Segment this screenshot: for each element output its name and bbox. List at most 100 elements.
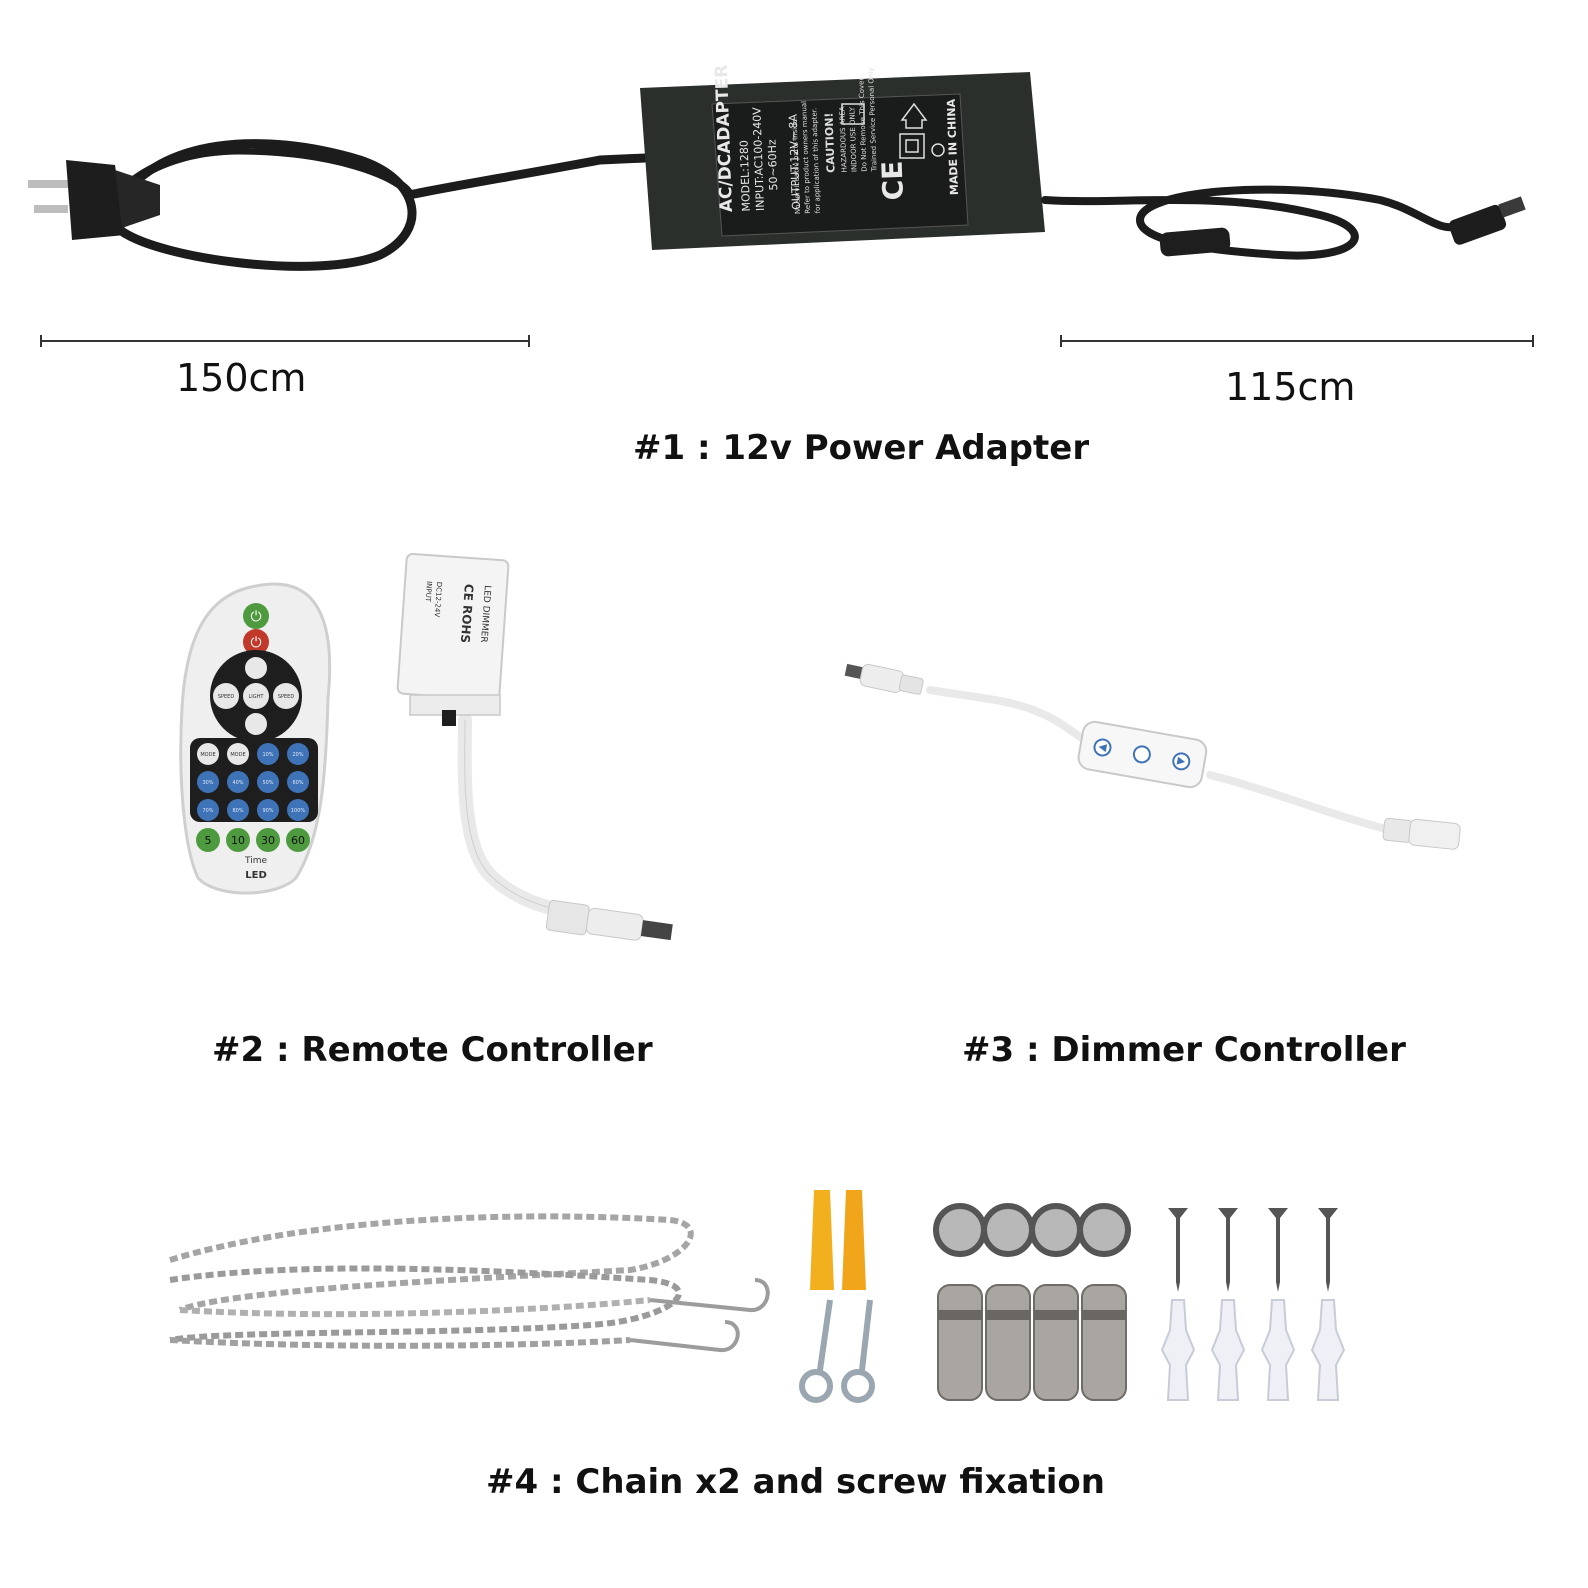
- left-arrow-icon: [1098, 744, 1108, 753]
- standoff-barrel-groove: [938, 1310, 982, 1320]
- percent-button: [197, 799, 219, 821]
- right-arrow-icon: [1176, 756, 1186, 765]
- double-insulation-icon: [899, 133, 925, 159]
- s-hook-1: [649, 1278, 770, 1312]
- standoff-barrels: [937, 1284, 1127, 1401]
- yellow-anchor-1: [810, 1190, 834, 1290]
- screws: [1168, 1208, 1338, 1292]
- standoff-barrel-groove: [1082, 1310, 1126, 1320]
- dimmer-power-button: [1132, 745, 1151, 764]
- percent-button-label: 40%: [232, 780, 243, 786]
- power-adapter-illustration: [28, 72, 1526, 271]
- timer-button-label: 10: [231, 834, 245, 847]
- percent-button-label: 20%: [292, 752, 303, 758]
- standoff-caps: [933, 1203, 1131, 1257]
- mode-plus-label: MODE: [230, 752, 245, 758]
- speed-minus-button: [213, 683, 239, 709]
- eye-screw-1: [799, 1299, 833, 1403]
- adapter-output: OUTPUT:12V⎓ 8A: [787, 113, 803, 210]
- chains-illustration: [169, 1213, 770, 1353]
- mode-plus-button: [227, 743, 249, 765]
- power-on-icon: ⏻: [250, 609, 261, 625]
- adapter-warning-line: for application of this adapter.: [810, 108, 822, 214]
- module-label-line: LED DIMMER: [478, 585, 492, 643]
- percent-button: [287, 771, 309, 793]
- adapter-warning-line: Refer to product owners manual: [800, 101, 812, 214]
- adapter-warning-line: HAZARDOUS AREA: [838, 106, 848, 173]
- standoff-barrel-groove: [1034, 1310, 1078, 1320]
- ferrite-bead: [1159, 227, 1231, 257]
- dimmer-input-plug: [844, 663, 924, 695]
- mode-minus-label: MODE: [200, 752, 215, 758]
- made-in-china: MADE IN CHINA: [945, 98, 961, 195]
- dimmer-caption: #3 : Dimmer Controller: [962, 1030, 1406, 1070]
- dimmer-output-socket: [1382, 817, 1461, 850]
- module-label-line: CE ROHS: [458, 583, 476, 643]
- adapter-input: INPUT:AC100-240V: [750, 106, 767, 211]
- percent-button: [227, 771, 249, 793]
- percent-button-label: 10%: [262, 752, 273, 758]
- us-plug: [28, 160, 160, 240]
- inline-dimmer-illustration: [844, 663, 1461, 850]
- adapter-warning-line: INDOOR USE ONLY: [848, 106, 858, 172]
- timer-button: [196, 828, 220, 852]
- percent-button-label: 80%: [232, 808, 243, 814]
- right-cable-dimension-line: [1060, 335, 1534, 347]
- screw: [1318, 1208, 1338, 1292]
- wall-plugs: [1160, 1299, 1346, 1401]
- polarity-icon: [931, 143, 945, 157]
- percent-button: [227, 799, 249, 821]
- percent-button-label: 30%: [202, 780, 213, 786]
- standoff-barrel: [985, 1284, 1031, 1401]
- percent-button-label: 100%: [291, 808, 306, 814]
- percent-button-label: 90%: [262, 808, 273, 814]
- left-cable: [106, 139, 650, 271]
- module-label-line: DC12-24V: [433, 582, 443, 618]
- adapter-box: [640, 72, 1045, 250]
- screw: [1268, 1208, 1288, 1292]
- adapter-frequency: 50~60Hz: [765, 139, 780, 191]
- remote-illustration: ⏻ ⏻ SPEED LIGHT SPEED MODE MODE 10%20%30…: [179, 582, 332, 895]
- standoffs-illustration: [933, 1203, 1131, 1401]
- brightness-up-button: [245, 657, 267, 679]
- percent-keys: 10%20%30%40%50%60%70%80%90%100%: [197, 743, 309, 821]
- dc-barrel-plug: [1448, 196, 1526, 245]
- adapter-label-text: AC/DCADAPTER MODEL:1280 INPUT:AC100-240V…: [712, 64, 961, 214]
- power-on-button: [243, 603, 269, 629]
- left-cable-length: 150cm: [176, 356, 307, 400]
- standoff-barrel-groove: [986, 1310, 1030, 1320]
- eye-screw-2: [841, 1299, 875, 1403]
- module-cable: [457, 713, 587, 922]
- speed-plus-button: [273, 683, 299, 709]
- module-dc-plug: [545, 900, 673, 941]
- standoff-barrel: [1033, 1284, 1079, 1401]
- hardware-caption: #4 : Chain x2 and screw fixation: [486, 1462, 1105, 1502]
- brightness-down-button: [245, 713, 267, 735]
- wall-plug: [1210, 1299, 1246, 1401]
- module-label-line: INPUT: [424, 581, 433, 603]
- timer-button: [226, 828, 250, 852]
- house-icon: [900, 102, 928, 129]
- dimmer-module-illustration: LED DIMMER CE ROHS DC12-24V INPUT: [396, 553, 673, 941]
- timer-button-label: 5: [205, 834, 212, 847]
- anchors-and-eye-screws: [799, 1190, 875, 1403]
- recycle-bin-icon: [841, 103, 865, 125]
- dimmer-switch-box: [1077, 720, 1208, 789]
- timer-button: [286, 828, 310, 852]
- left-cable-dimension-line: [40, 335, 530, 347]
- module-body: [396, 553, 510, 701]
- keypad-panel: [190, 738, 318, 822]
- s-hook-2: [629, 1320, 740, 1353]
- percent-button: [197, 771, 219, 793]
- time-label: Time: [244, 856, 267, 866]
- light-button: [243, 683, 269, 709]
- ce-mark: CE: [876, 160, 910, 201]
- standoff-barrel: [937, 1284, 983, 1401]
- percent-button-label: 70%: [202, 808, 213, 814]
- standoff-cap: [1077, 1203, 1131, 1257]
- adapter-warning-line: Trained Service Personal Only: [867, 67, 879, 172]
- percent-button: [287, 799, 309, 821]
- wall-plug: [1160, 1299, 1196, 1401]
- standoff-cap: [933, 1203, 987, 1257]
